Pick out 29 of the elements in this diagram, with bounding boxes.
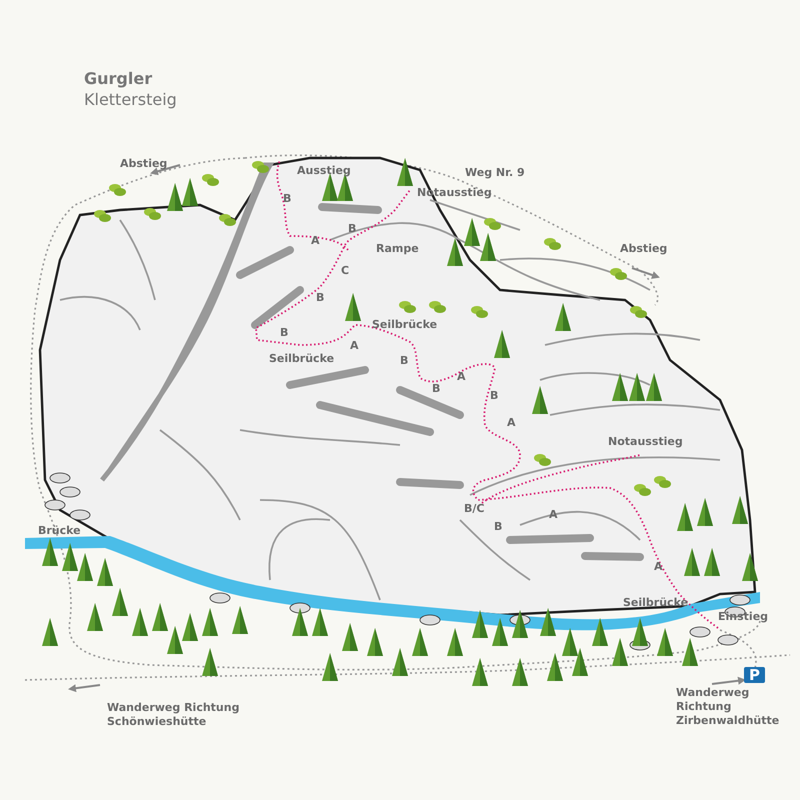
place-label: Seilbrücke	[623, 596, 688, 610]
difficulty-grade: B	[494, 520, 502, 534]
difficulty-grade: B	[490, 389, 498, 403]
difficulty-grade: C	[341, 264, 350, 278]
place-label: Brücke	[38, 524, 81, 538]
place-label: Seilbrücke	[372, 318, 438, 332]
path-label: Abstieg	[620, 242, 668, 256]
path-label: Wanderweg Richtung Schönwieshütte	[107, 701, 240, 729]
difficulty-grade: B	[280, 326, 288, 340]
parking-sign: P	[744, 667, 765, 683]
place-label: Einstieg	[718, 610, 768, 624]
path-label: Abstieg	[120, 157, 168, 171]
difficulty-grade: A	[507, 416, 516, 430]
difficulty-grade: A	[654, 560, 663, 574]
difficulty-grade: B	[316, 291, 324, 305]
difficulty-grade: B	[283, 192, 292, 206]
place-label: Notausstieg	[608, 435, 683, 449]
path-label: Weg Nr. 9	[465, 166, 525, 180]
place-label: Seilbrücke	[269, 352, 334, 366]
difficulty-grade: B	[348, 222, 356, 236]
difficulty-grade: B	[432, 382, 440, 396]
place-label: Rampe	[376, 242, 419, 256]
difficulty-grade: A	[457, 370, 466, 384]
map-title: Gurgler Klettersteig	[84, 68, 178, 110]
difficulty-grade: B/C	[464, 502, 484, 516]
difficulty-grade: B	[400, 354, 408, 368]
difficulty-grade: A	[350, 339, 359, 353]
place-label: Ausstieg	[297, 164, 351, 178]
difficulty-grade: A	[311, 234, 320, 248]
